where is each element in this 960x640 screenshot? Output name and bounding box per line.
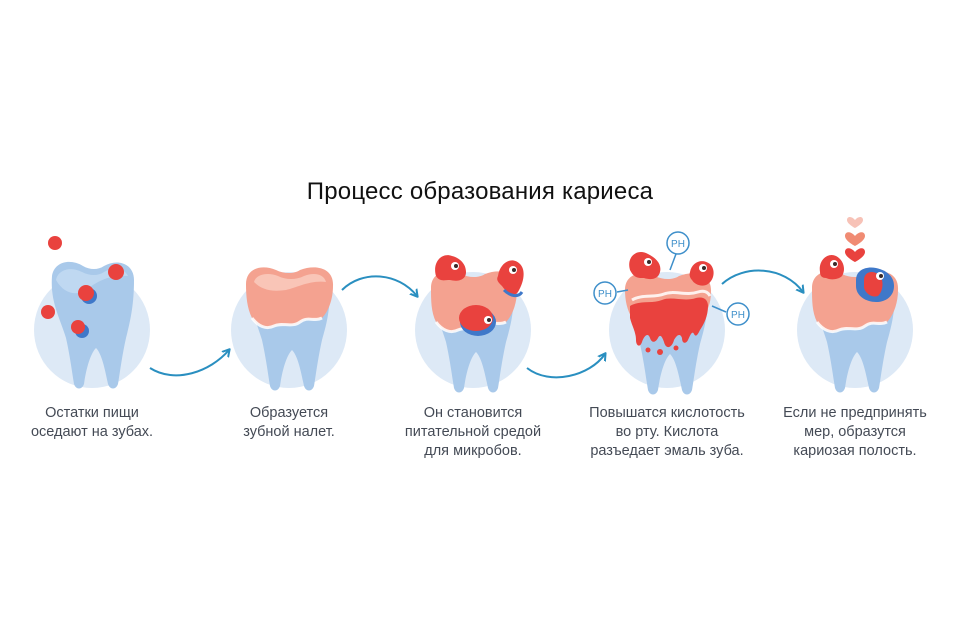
ph-indicator-top: PH [666,231,690,271]
caption-line: мер, образутся [804,424,906,440]
caption-line: Образуется [249,405,329,421]
caption-line: кариозая полость. [793,443,917,459]
step-1-caption: Остатки пищи оседают на зубах. [0,404,192,442]
step-4-caption: Повышатся кислотость во рту. Кислота раз… [567,404,767,461]
caption-line: Остатки пищи [45,405,139,421]
caption-line: для микробов. [424,443,522,459]
caption-line: Повышатся кислотость [589,405,745,421]
ph-indicator-right: PH [711,302,750,326]
caption-line: Он становится [423,405,523,421]
arrow-2 [341,275,417,296]
caption-line: разъедает эмаль зуба. [590,443,744,459]
ph-label: PH [731,310,745,321]
caption-line: питательной средой [404,424,542,440]
ph-label: PH [671,239,685,250]
step-1-illustration [34,236,150,389]
caption-line: Если не предпринять [783,405,927,421]
step-5-illustration [797,217,913,393]
bacteria-icon [629,251,714,286]
step-3-illustration [415,255,531,393]
arrow-1 [149,350,229,377]
caption-line: во рту. Кислота [615,424,719,440]
bacteria-icon [435,255,524,336]
ph-indicator-left: PH [593,281,629,305]
acid-erosion-icon [630,289,712,355]
ph-label: PH [598,289,612,300]
caption-line: зубной налет. [243,424,335,440]
diagram-title: Процесс образования кариеса [306,178,654,205]
bacteria-icon [819,254,844,280]
food-debris-icon [41,236,124,338]
step-4-illustration: PH PH PH [593,231,750,395]
step-5-caption: Если не предпринять мер, образутся карио… [755,404,955,461]
step-3-caption: Он становится питательной средой для мик… [373,404,573,461]
cavity-icon [856,267,894,302]
caption-line: оседают на зубах. [30,424,154,440]
arrow-3 [526,354,605,379]
plaque-icon [246,267,334,330]
step-2-illustration [231,267,347,391]
step-2-caption: Образуется зубной налет. [189,404,389,442]
arrow-4 [721,269,803,292]
hearts-icon [845,217,865,262]
